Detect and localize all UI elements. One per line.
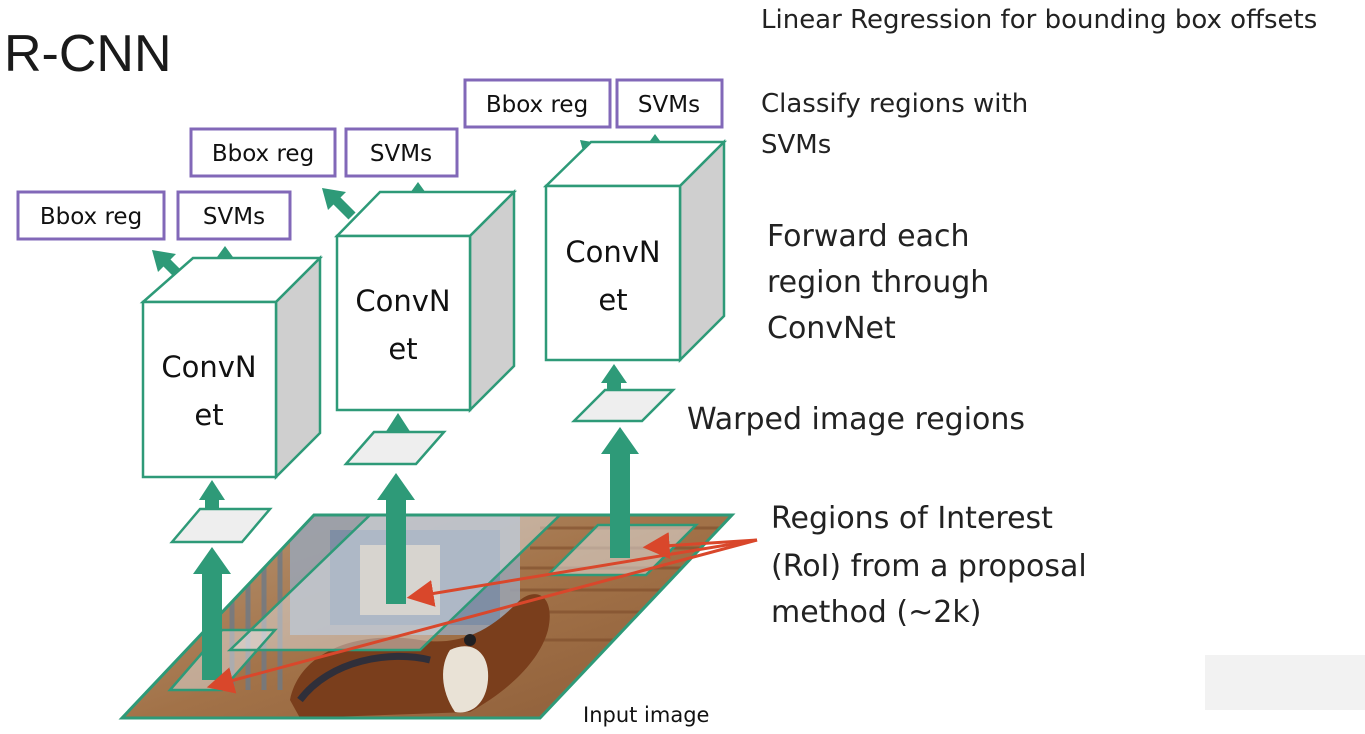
roi-pointer-arrows [206, 532, 758, 694]
watermark-patch [1205, 655, 1365, 710]
classify-annotation-line1: Classify regions with [761, 89, 1028, 119]
bbox-reg-box-1 [16, 190, 166, 241]
svms-box-2 [344, 127, 459, 178]
roi-pointer-to-left-region [206, 538, 758, 694]
convnet-cube-2: ConvN et [334, 188, 518, 414]
roi-pointer-to-middle-region [406, 538, 758, 607]
convnet-cube-3: ConvN et [542, 138, 728, 364]
roi-annotation-line3: method (~2k) [771, 595, 981, 630]
svms-box-3 [615, 78, 724, 129]
branch-1: Bbox reg SVMs ConvN et [16, 190, 324, 680]
forward-annotation-line2: region through [767, 265, 989, 300]
svms-label-3: SVMs [638, 92, 700, 118]
bbox-reg-label-2: Bbox reg [212, 141, 314, 167]
bbox-reg-box-2 [189, 127, 337, 178]
roi-arrow-up-1 [193, 547, 231, 680]
warped-annotation: Warped image regions [687, 402, 1025, 437]
convnet-label-2-line1: ConvN [355, 284, 450, 318]
roi-arrow-up-2 [377, 473, 415, 604]
input-image-label: Input image [583, 703, 709, 727]
warped-region-3 [570, 388, 677, 423]
bbox-reg-label-1: Bbox reg [40, 204, 142, 230]
convnet-label-2-line2: et [388, 332, 417, 366]
branch-2: Bbox reg SVMs ConvN et [189, 127, 518, 604]
convnet-label-3-line2: et [598, 283, 627, 317]
convnet-label-1-line1: ConvN [161, 350, 256, 384]
convnet-cube-1: ConvN et [139, 254, 324, 481]
convnet-label-3-line1: ConvN [565, 235, 660, 269]
roi-annotation-line1: Regions of Interest [771, 501, 1053, 536]
bbox-arrow-2 [322, 188, 356, 220]
bbox-reg-label-3: Bbox reg [486, 92, 588, 118]
warped-region-2 [343, 430, 447, 466]
svms-box-1 [176, 190, 292, 241]
convnet-label-1-line2: et [194, 398, 223, 432]
svms-label-2: SVMs [370, 141, 432, 167]
roi-pointer-to-right-region [642, 532, 758, 560]
branch-3: Bbox reg SVMs ConvN et [463, 78, 728, 558]
page-title: R-CNN [4, 25, 172, 83]
bbox-reg-box-3 [463, 78, 612, 129]
forward-annotation-line1: Forward each [767, 219, 970, 254]
svms-label-1: SVMs [203, 204, 265, 230]
roi-arrow-up-3 [601, 427, 639, 558]
bbox-regression-annotation: Linear Regression for bounding box offse… [761, 5, 1317, 35]
roi-annotation-line2: (RoI) from a proposal [771, 549, 1087, 584]
warped-region-1 [169, 507, 273, 544]
classify-annotation-line2: SVMs [761, 130, 831, 160]
forward-annotation-line3: ConvNet [767, 311, 896, 346]
